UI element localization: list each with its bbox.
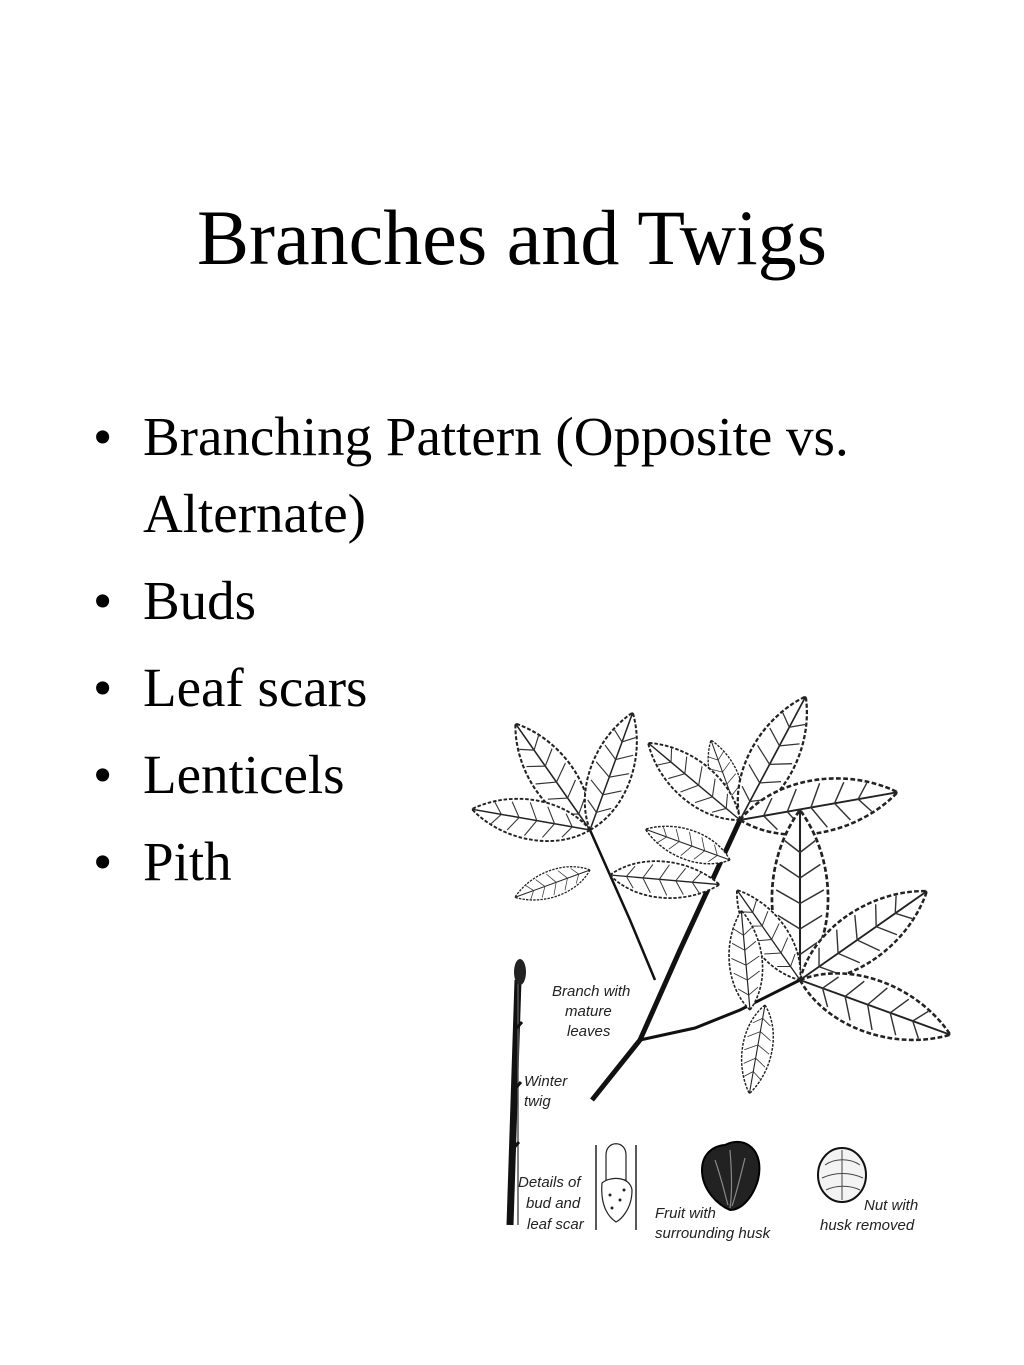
bullet-text: Lenticels bbox=[143, 744, 345, 805]
caption-fruit-1: Fruit with bbox=[655, 1205, 716, 1222]
bullet-item: • Branching Pattern (Opposite vs. Alterna… bbox=[93, 398, 963, 552]
caption-branch-2: mature bbox=[565, 1003, 612, 1020]
bullet-list: • Branching Pattern (Opposite vs. Alterna… bbox=[93, 398, 963, 910]
slide-title: Branches and Twigs bbox=[197, 194, 827, 281]
bullet-item: • Lenticels bbox=[93, 736, 963, 813]
caption-branch-3: leaves bbox=[567, 1023, 611, 1040]
winter-twig bbox=[506, 959, 526, 1226]
illustration-captions: Branch with mature leaves Winter twig De… bbox=[518, 983, 918, 1242]
caption-details-1: Details of bbox=[518, 1174, 582, 1191]
fruit-with-husk bbox=[700, 1140, 761, 1212]
tree-branch-illustration: Branch with mature leaves Winter twig De… bbox=[467, 684, 961, 1242]
bullet-dot: • bbox=[93, 744, 113, 805]
bullet-item: • Leaf scars bbox=[93, 649, 963, 726]
caption-winter-1: Winter bbox=[524, 1073, 568, 1090]
caption-nut-2: husk removed bbox=[820, 1217, 915, 1234]
bullet-text: Buds bbox=[143, 570, 257, 631]
bullet-dot: • bbox=[93, 406, 113, 467]
bullet-item: • Buds bbox=[93, 562, 963, 639]
bullet-text: Branching Pattern (Opposite vs. Alternat… bbox=[143, 406, 849, 544]
caption-details-2: bud and bbox=[526, 1195, 581, 1212]
caption-details-3: leaf scar bbox=[527, 1216, 585, 1233]
caption-fruit-2: surrounding husk bbox=[655, 1225, 772, 1242]
bullet-dot: • bbox=[93, 831, 113, 892]
nut-husk-removed bbox=[817, 1147, 867, 1203]
bullet-text: Leaf scars bbox=[143, 657, 368, 718]
bullet-dot: • bbox=[93, 657, 113, 718]
branch-with-leaves bbox=[467, 684, 961, 1102]
bullet-item: • Pith bbox=[93, 823, 963, 900]
bud-leaf-scar-detail bbox=[595, 1143, 637, 1230]
caption-nut-1: Nut with bbox=[864, 1197, 918, 1214]
caption-winter-2: twig bbox=[524, 1093, 551, 1110]
caption-branch-1: Branch with bbox=[552, 983, 630, 1000]
bullet-text: Pith bbox=[143, 831, 232, 892]
bullet-dot: • bbox=[93, 570, 113, 631]
